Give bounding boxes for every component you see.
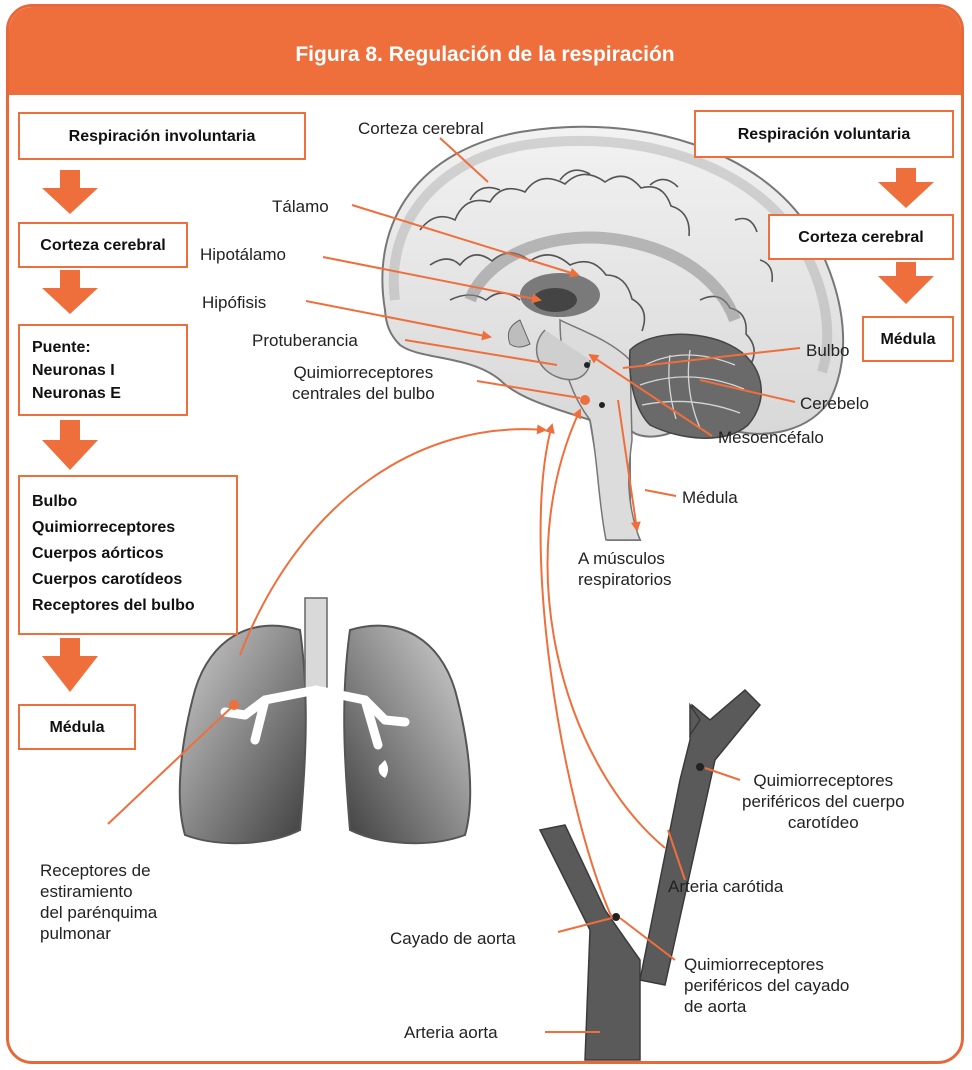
label-cayado: Cayado de aorta [390,929,516,948]
box-corteza-cerebral-left-label: Corteza cerebral [40,236,166,254]
label-musculos: A músculos respiratorios [578,548,672,590]
box-corteza-cerebral-right: Corteza cerebral [768,214,954,260]
flow-arrow-r1 [878,168,934,208]
box-respiracion-voluntaria: Respiración voluntaria [694,110,954,158]
arteries-illustration [538,688,762,1061]
label-receptores-line2: estiramiento [40,882,133,901]
label-hipofisis: Hipófisis [202,293,267,312]
box-bulbo: Bulbo Quimiorreceptores Cuerpos aórticos… [18,475,238,635]
left-flow-arrows [42,170,98,692]
label-receptores-line1: Receptores de [40,861,151,880]
label-quimio-cayado: Quimiorreceptores periféricos del cayado… [684,954,849,1017]
label-quimio-carotideo-line3: carotídeo [787,813,859,832]
box-medula-right-label: Médula [880,330,936,348]
brain-illustration [381,125,845,541]
feedback-curves [239,399,666,919]
figure-header: Figura 8. Regulación de la respiración [9,7,961,95]
label-quimio-cayado-line1: Quimiorreceptores [684,955,824,974]
label-quimio-carotideo-line1: Quimiorreceptores [753,771,894,790]
box-puente-line1: Puente: [32,339,91,356]
box-respiracion-voluntaria-label: Respiración voluntaria [737,125,911,143]
box-bulbo-line1: Bulbo [32,493,78,510]
flow-arrow-r2 [878,262,934,304]
leader-lines [107,137,801,1033]
flow-arrow-3 [42,420,98,470]
box-puente-line3: Neuronas E [32,385,121,402]
label-musculos-line2: respiratorios [578,570,672,589]
box-medula-right: Médula [862,316,954,362]
flow-arrow-2 [42,270,98,314]
label-medula: Médula [682,488,738,507]
box-bulbo-line3: Cuerpos aórticos [32,545,164,562]
label-hipotalamo: Hipotálamo [200,245,286,264]
label-bulbo: Bulbo [806,341,850,360]
label-quimio-carotideo: Quimiorreceptores periféricos del cuerpo… [742,770,905,833]
label-cerebelo: Cerebelo [800,394,869,413]
label-talamo: Tálamo [272,197,329,216]
box-medula-left-label: Médula [49,718,105,736]
box-corteza-cerebral-left: Corteza cerebral [18,222,188,268]
label-quimio-central-line1: Quimiorreceptores [293,363,434,382]
lungs-illustration [178,597,472,845]
label-arteria-aorta: Arteria aorta [404,1023,498,1042]
box-medula-left: Médula [18,704,136,750]
label-quimio-carotideo-line2: periféricos del cuerpo [742,792,905,811]
box-bulbo-line5: Receptores del bulbo [32,597,195,614]
box-respiracion-involuntaria-label: Respiración involuntaria [68,127,256,145]
label-arteria-carotida: Arteria carótida [668,877,784,896]
box-puente: Puente: Neuronas I Neuronas E [18,324,188,416]
box-respiracion-involuntaria: Respiración involuntaria [18,112,306,160]
label-quimio-central-line2: centrales del bulbo [292,384,435,403]
right-flow-arrows [878,168,934,304]
label-musculos-line1: A músculos [578,549,665,568]
box-corteza-cerebral-right-label: Corteza cerebral [798,228,924,246]
flow-arrow-4 [42,638,98,692]
label-receptores-line4: pulmonar [40,924,111,943]
label-quimio-cayado-line2: periféricos del cayado [684,976,850,995]
label-receptores-line3: del parénquima [40,903,158,922]
label-receptores-estiramiento: Receptores de estiramiento del parénquim… [40,860,157,944]
box-bulbo-line2: Quimiorreceptores [32,519,176,536]
label-quimio-cayado-line3: de aorta [684,997,747,1016]
box-puente-line2: Neuronas I [32,362,115,379]
label-quimio-central: Quimiorreceptores centrales del bulbo [292,362,435,404]
flow-arrow-1 [42,170,98,214]
label-corteza-cerebral: Corteza cerebral [358,119,484,138]
box-bulbo-line4: Cuerpos carotídeos [32,571,183,588]
figure-title: Figura 8. Regulación de la respiración [295,43,675,66]
label-mesoencefalo: Mesoencéfalo [718,428,824,447]
label-protuberancia: Protuberancia [252,331,358,350]
